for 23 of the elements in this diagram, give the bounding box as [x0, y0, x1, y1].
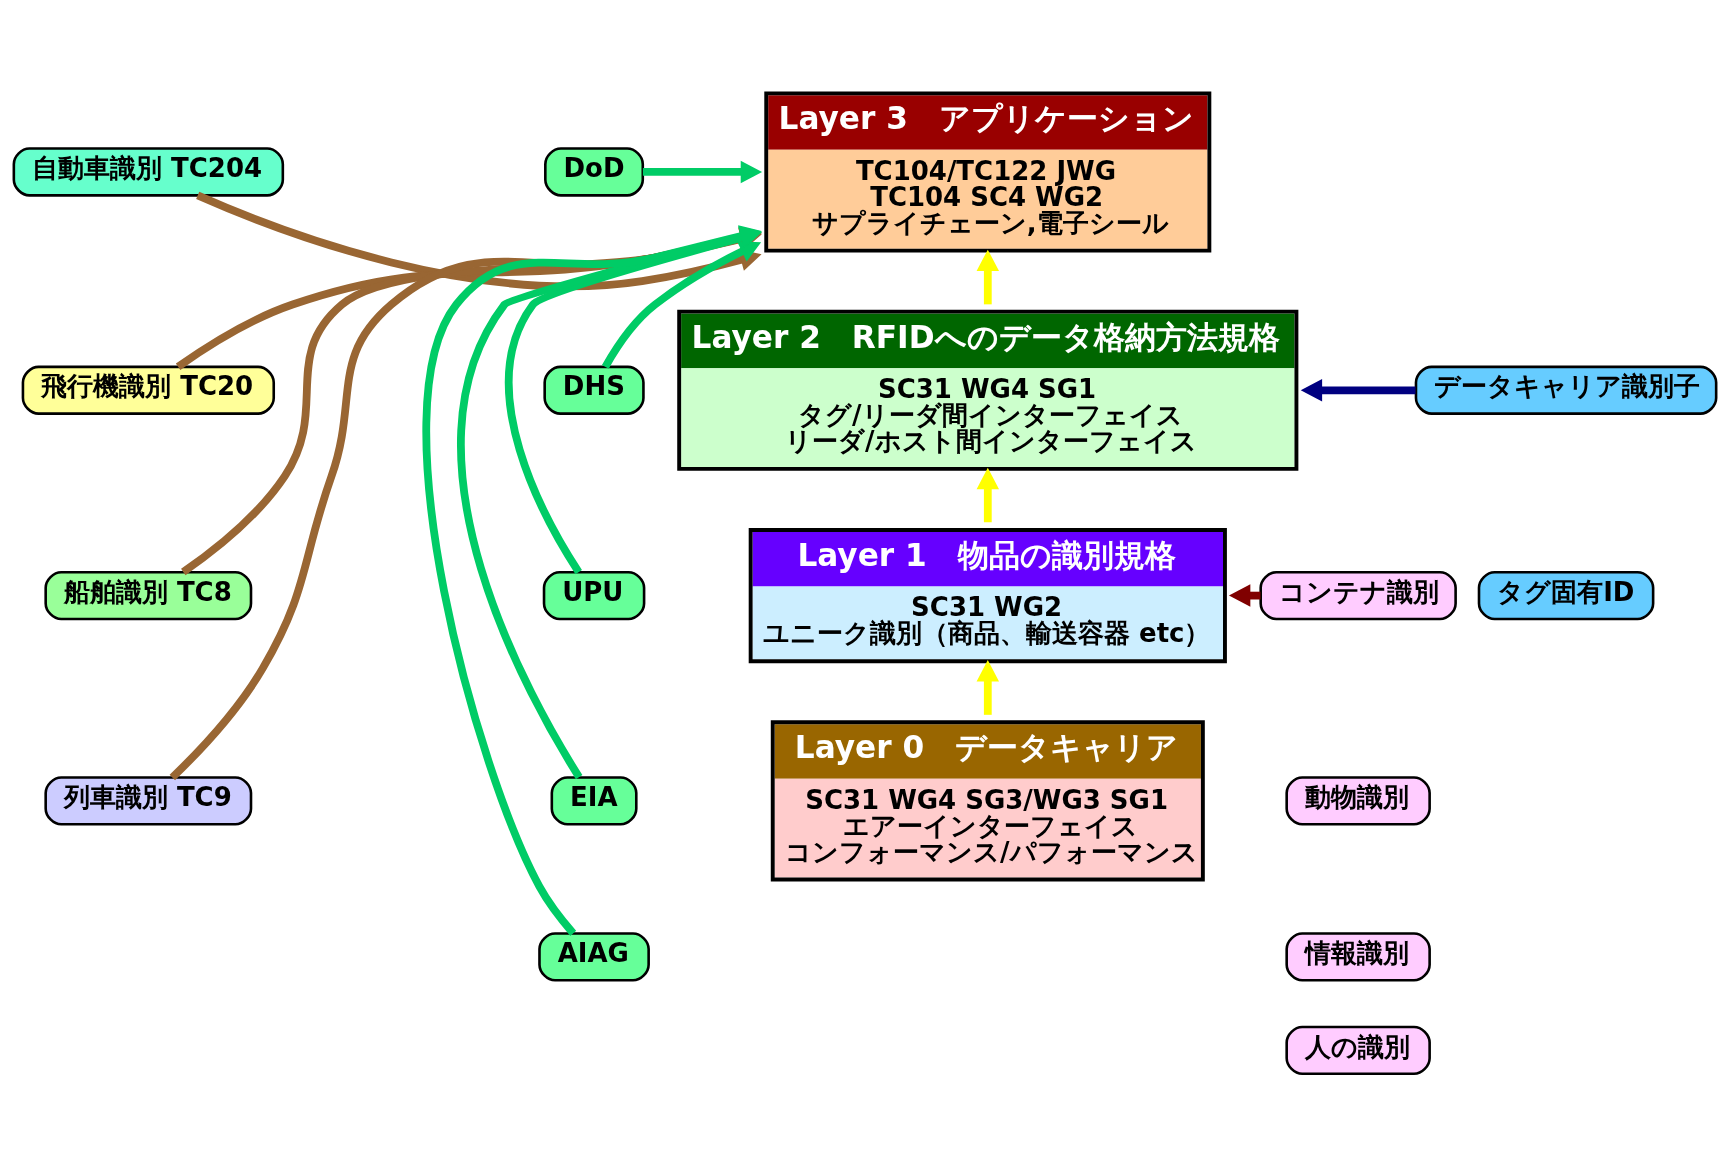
node-box: 自動車識別 TC204 — [12, 146, 285, 197]
arrow — [976, 249, 1000, 304]
node-box: データキャリア識別子 — [1414, 365, 1718, 415]
node-box: AIAG — [538, 931, 650, 982]
node-box: Layer 3 アプリケーション TC104/TC122 JWG TC104 SC4 WG2 サプライチェーン,電子シール — [764, 90, 1212, 253]
arrow — [642, 160, 763, 183]
node-box: 船舶識別 TC8 — [44, 570, 253, 620]
node-box: EIA — [550, 775, 638, 826]
arrow — [1300, 378, 1416, 401]
node-box: タグ固有ID — [1477, 570, 1655, 620]
node-box: DoD — [544, 146, 645, 197]
arrow — [601, 240, 762, 369]
node-box: Layer 1 物品の識別規格 SC31 WG2 ユニーク識別（商品、輸送容器 etc） — [748, 527, 1227, 663]
arrow — [976, 467, 1000, 522]
node-box: コンテナ識別 — [1259, 570, 1457, 620]
node-box: DHS — [543, 365, 645, 415]
node-box: 列車識別 TC9 — [44, 775, 253, 826]
node-box: Layer 2 RFIDへのデータ格納方法規格 SC31 WG4 SG1 タグ/リーダ間インターフェイス リーダ/ホスト間インターフェイス — [677, 309, 1299, 471]
node-box: 動物識別 — [1285, 775, 1431, 826]
node-box: 飛行機識別 TC20 — [21, 365, 276, 415]
node-box: 人の識別 — [1285, 1025, 1431, 1075]
node-box: 情報識別 — [1285, 931, 1431, 982]
node-box: UPU — [542, 570, 646, 620]
